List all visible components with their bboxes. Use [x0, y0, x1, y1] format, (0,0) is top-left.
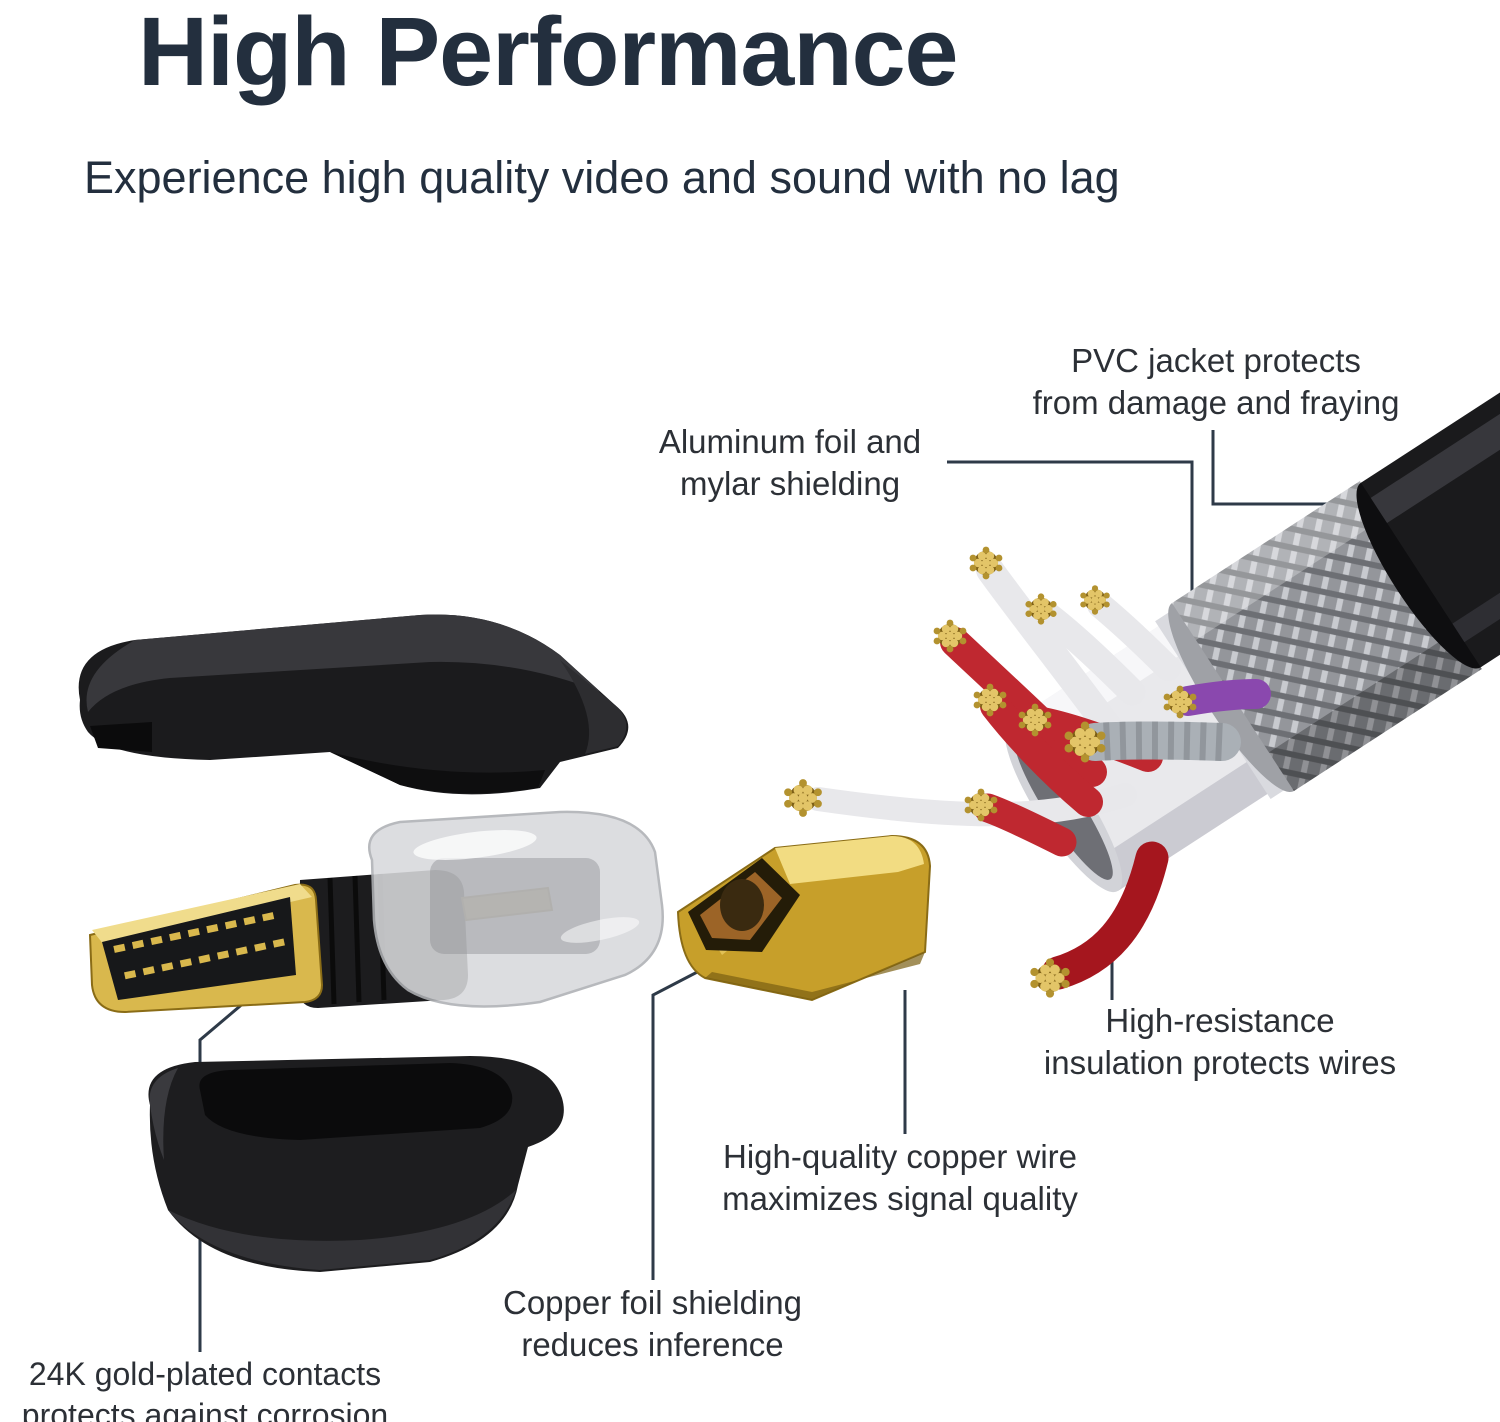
aluminum-foil-line: [947, 460, 1194, 600]
callout-copper-foil: Copper foil shielding reduces inference: [502, 1284, 802, 1364]
callout-aluminum-foil: Aluminum foil and mylar shielding: [658, 423, 922, 503]
callout-gold-contacts: 24K gold-plated contacts protects agains…: [21, 1356, 389, 1422]
bottom-shell-art: [148, 1056, 564, 1272]
inner-housing-art: [367, 810, 664, 1008]
wire-bundle-art: [784, 546, 1271, 998]
emi-shield-art: [676, 834, 932, 1002]
page-title: High Performance: [138, 0, 958, 106]
page-subtitle: Experience high quality video and sound …: [84, 152, 1120, 203]
copper-foil-line: [651, 966, 706, 1280]
callout-copper-wire: High-quality copper wire maximizes signa…: [722, 1138, 1078, 1218]
callout-pvc-jacket: PVC jacket protects from damage and fray…: [1032, 342, 1400, 422]
top-shell-art: [78, 614, 629, 795]
callout-insulation: High-resistance insulation protects wire…: [1043, 1002, 1397, 1082]
gold-pins: [113, 912, 285, 980]
